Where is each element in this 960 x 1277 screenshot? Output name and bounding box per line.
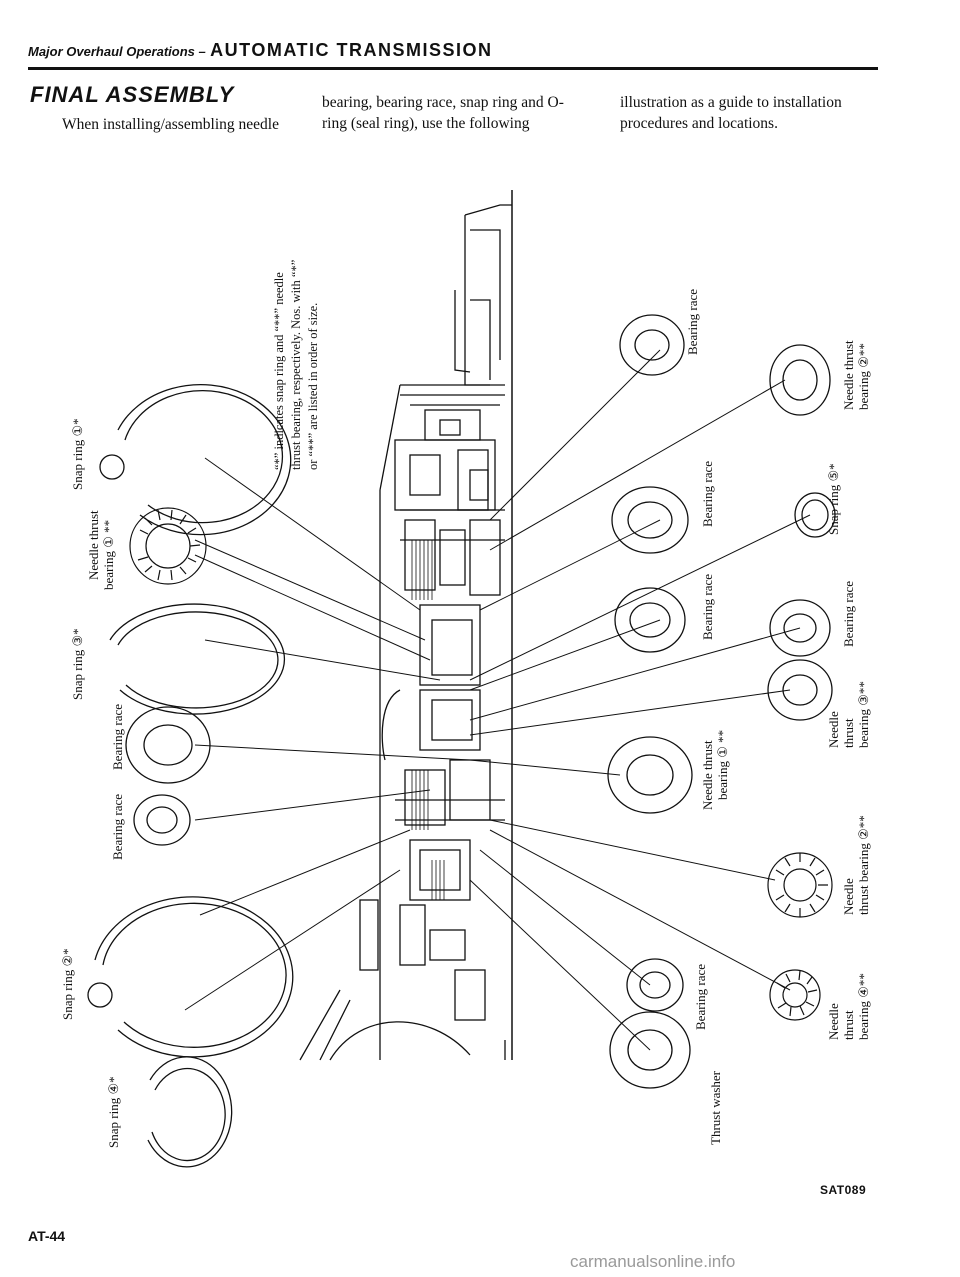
section-name: Major Overhaul Operations – xyxy=(28,44,206,59)
label-bearing-race-right-3: Bearing race xyxy=(700,574,715,640)
label-thrust-washer: Thrust washer xyxy=(708,1070,723,1145)
label-note-line-3: or “**” are listed in order of size. xyxy=(306,303,320,470)
snap-ring-2-part xyxy=(87,896,294,1058)
label-bearing-race-left-1: Bearing race xyxy=(110,704,125,770)
intro-column-3: illustration as a guide to installation … xyxy=(620,94,842,132)
page-header: Major Overhaul Operations – AUTOMATIC TR… xyxy=(28,40,493,61)
label-needle-bearing-3-c: bearing ③** xyxy=(856,681,871,748)
bearing-race-left-2-part xyxy=(133,794,191,846)
label-needle-bearing-4-a: Needle xyxy=(826,1003,841,1040)
label-needle-bearing-4-c: bearing ④** xyxy=(856,973,871,1040)
label-snap-ring-5: Snap ring ⑤* xyxy=(826,463,841,535)
label-needle-thrust-bearing-2-top-b: bearing ②** xyxy=(856,343,871,410)
watermark: carmanualsonline.info xyxy=(570,1252,736,1271)
label-bearing-race-right-top: Bearing race xyxy=(685,289,700,355)
label-needle-thrust-bearing-1-b: bearing ① ** xyxy=(101,520,116,590)
needle-thrust-bearing-1-part xyxy=(129,507,207,585)
component-labels: Snap ring ①* Needle thrust bearing ① ** … xyxy=(60,260,871,1148)
snap-ring-5-part xyxy=(794,492,836,538)
snap-ring-3-part xyxy=(109,603,286,715)
label-needle-thrust-bearing-2-low-a: Needle xyxy=(841,878,856,915)
leader-lines xyxy=(184,349,811,1051)
needle-thrust-bearing-4-part xyxy=(769,969,821,1021)
bearing-race-right-top-part xyxy=(619,314,685,376)
label-needle-thrust-bearing-2-top-a: Needle thrust xyxy=(841,340,856,410)
label-needle-thrust-bearing-1-mid-a: Needle thrust xyxy=(700,740,715,810)
needle-thrust-bearing-2-low-part xyxy=(767,852,833,918)
label-note-line-1: “*” indicates snap ring and “**” needle xyxy=(272,272,286,470)
transmission-cross-section xyxy=(299,190,513,1061)
bearing-race-left-1-part xyxy=(125,706,211,784)
label-note-line-2: thrust bearing, respectively. Nos. with … xyxy=(289,260,303,470)
label-bearing-race-left-2: Bearing race xyxy=(110,794,125,860)
label-needle-bearing-3-b: thrust xyxy=(841,718,856,748)
chapter-title: AUTOMATIC TRANSMISSION xyxy=(210,40,493,60)
clutch-plates xyxy=(411,540,445,900)
label-snap-ring-3: Snap ring ③* xyxy=(70,628,85,700)
bearing-race-bottom-part xyxy=(626,958,684,1012)
label-snap-ring-4: Snap ring ④* xyxy=(106,1076,121,1148)
label-needle-thrust-bearing-1-mid-b: bearing ① ** xyxy=(715,730,730,800)
page-number: AT-44 xyxy=(28,1228,66,1244)
label-needle-bearing-3-a: Needle xyxy=(826,711,841,748)
label-snap-ring-1: Snap ring ①* xyxy=(70,418,85,490)
header-rule xyxy=(28,67,878,70)
label-needle-thrust-bearing-2-low-b: thrust bearing ②** xyxy=(856,815,871,915)
needle-thrust-bearing-3-part xyxy=(767,659,833,721)
needle-thrust-bearing-2-top-part xyxy=(769,344,831,416)
label-bearing-race-bottom: Bearing race xyxy=(693,964,708,1030)
label-snap-ring-2: Snap ring ②* xyxy=(60,948,75,1020)
needle-thrust-bearing-1-mid-part xyxy=(607,736,693,814)
bearing-race-right-3-part xyxy=(614,587,686,653)
label-bearing-race-right-4: Bearing race xyxy=(841,581,856,647)
snap-ring-4-part xyxy=(147,1056,233,1168)
snap-ring-1-part xyxy=(99,384,292,536)
bearing-race-right-2-part xyxy=(611,486,689,554)
label-bearing-race-right-2: Bearing race xyxy=(700,461,715,527)
intro-column-1: When installing/assembling needle xyxy=(62,116,279,133)
bearing-race-right-4-part xyxy=(769,599,831,657)
page-title: FINAL ASSEMBLY xyxy=(30,82,235,107)
intro-column-2: bearing, bearing race, snap ring and O-r… xyxy=(322,94,564,132)
figure-code: SAT089 xyxy=(820,1183,867,1197)
label-needle-thrust-bearing-1-a: Needle thrust xyxy=(86,510,101,580)
label-needle-bearing-4-b: thrust xyxy=(841,1010,856,1040)
thrust-washer-part xyxy=(609,1011,691,1089)
